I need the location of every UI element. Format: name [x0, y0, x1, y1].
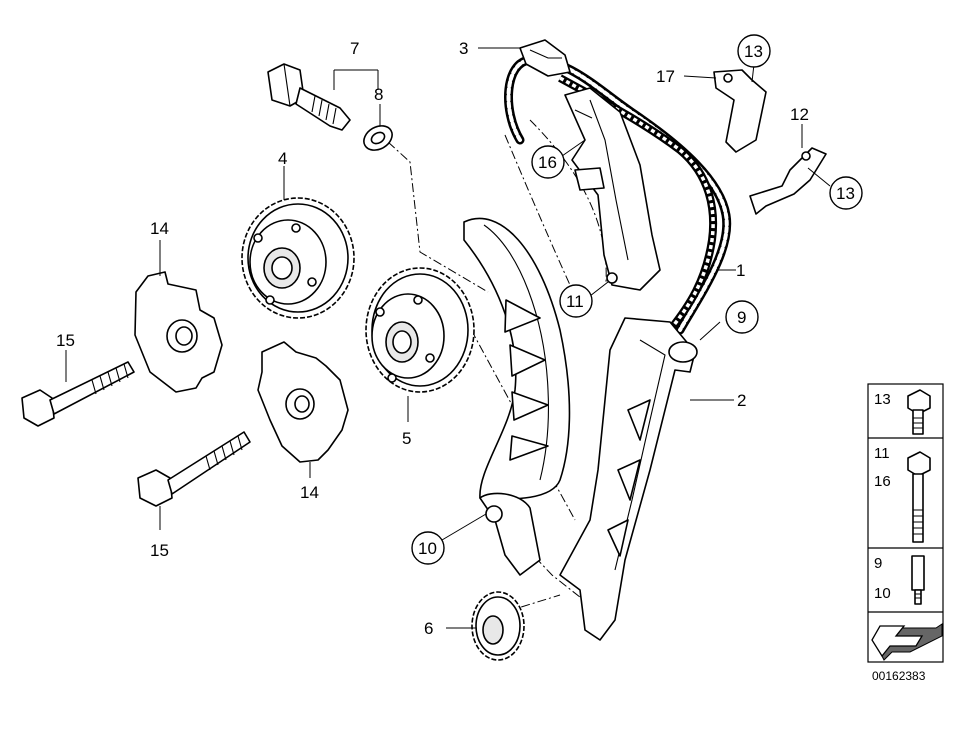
callout-8: 8: [374, 85, 383, 104]
callout-15-upper: 15: [56, 331, 75, 350]
callout-5: 5: [402, 429, 411, 448]
hardware-legend: 13 11 16 9 10: [867, 383, 944, 663]
legend-bolt-short: [907, 389, 931, 435]
chain-guide-rail: [564, 87, 661, 291]
guide-rail: [559, 317, 698, 641]
sender-wheel-lower: [257, 341, 349, 463]
callout-1: 1: [736, 261, 745, 280]
diagram-reference-number: 00162383: [872, 669, 926, 683]
callout-12: 12: [790, 105, 809, 124]
tensioning-rail: [463, 217, 571, 576]
callout-17: 17: [656, 67, 675, 86]
callout-7: 7: [350, 39, 359, 58]
camshaft-adjuster-exhaust: [241, 197, 355, 319]
callout-3: 3: [459, 39, 468, 58]
bracket-top: [713, 69, 767, 153]
callout-16: 16: [538, 153, 557, 172]
upper-chain-guide: [519, 39, 571, 77]
central-bolt: [267, 63, 351, 131]
legend-label-16: 16: [874, 473, 891, 490]
circled-callouts: [411, 34, 863, 565]
legend-label-13: 13: [874, 391, 891, 408]
legend-label-11: 11: [874, 445, 890, 462]
crankshaft-sprocket: [471, 591, 525, 661]
bracket-side: [749, 147, 827, 215]
callout-4: 4: [278, 149, 287, 168]
leader-lines: [65, 47, 831, 629]
legend-label-10: 10: [874, 585, 891, 602]
callout-13-top: 13: [744, 42, 763, 61]
legend-label-9: 9: [874, 555, 882, 572]
washer: [363, 125, 393, 151]
callout-2: 2: [737, 391, 746, 410]
callout-14-upper: 14: [150, 219, 169, 238]
callout-14-lower: 14: [300, 483, 319, 502]
bolt-lower: [137, 431, 251, 507]
callout-15-lower: 15: [150, 541, 169, 560]
legend-pin: [911, 555, 925, 605]
callout-6: 6: [424, 619, 433, 638]
legend-bolt-long: [907, 451, 931, 543]
callout-13-side: 13: [836, 184, 855, 203]
sender-wheel-upper: [134, 271, 223, 393]
callout-labels: 1 2 3 4 5 6 7 8 9 10 11 12 13 13 14 14 1…: [56, 39, 855, 638]
callout-11: 11: [566, 292, 584, 311]
camshaft-adjuster-intake: [365, 267, 475, 393]
callout-10: 10: [418, 539, 437, 558]
direction-arrow-icon: [871, 623, 943, 661]
bolt-upper: [21, 361, 135, 427]
callout-9: 9: [737, 308, 746, 327]
